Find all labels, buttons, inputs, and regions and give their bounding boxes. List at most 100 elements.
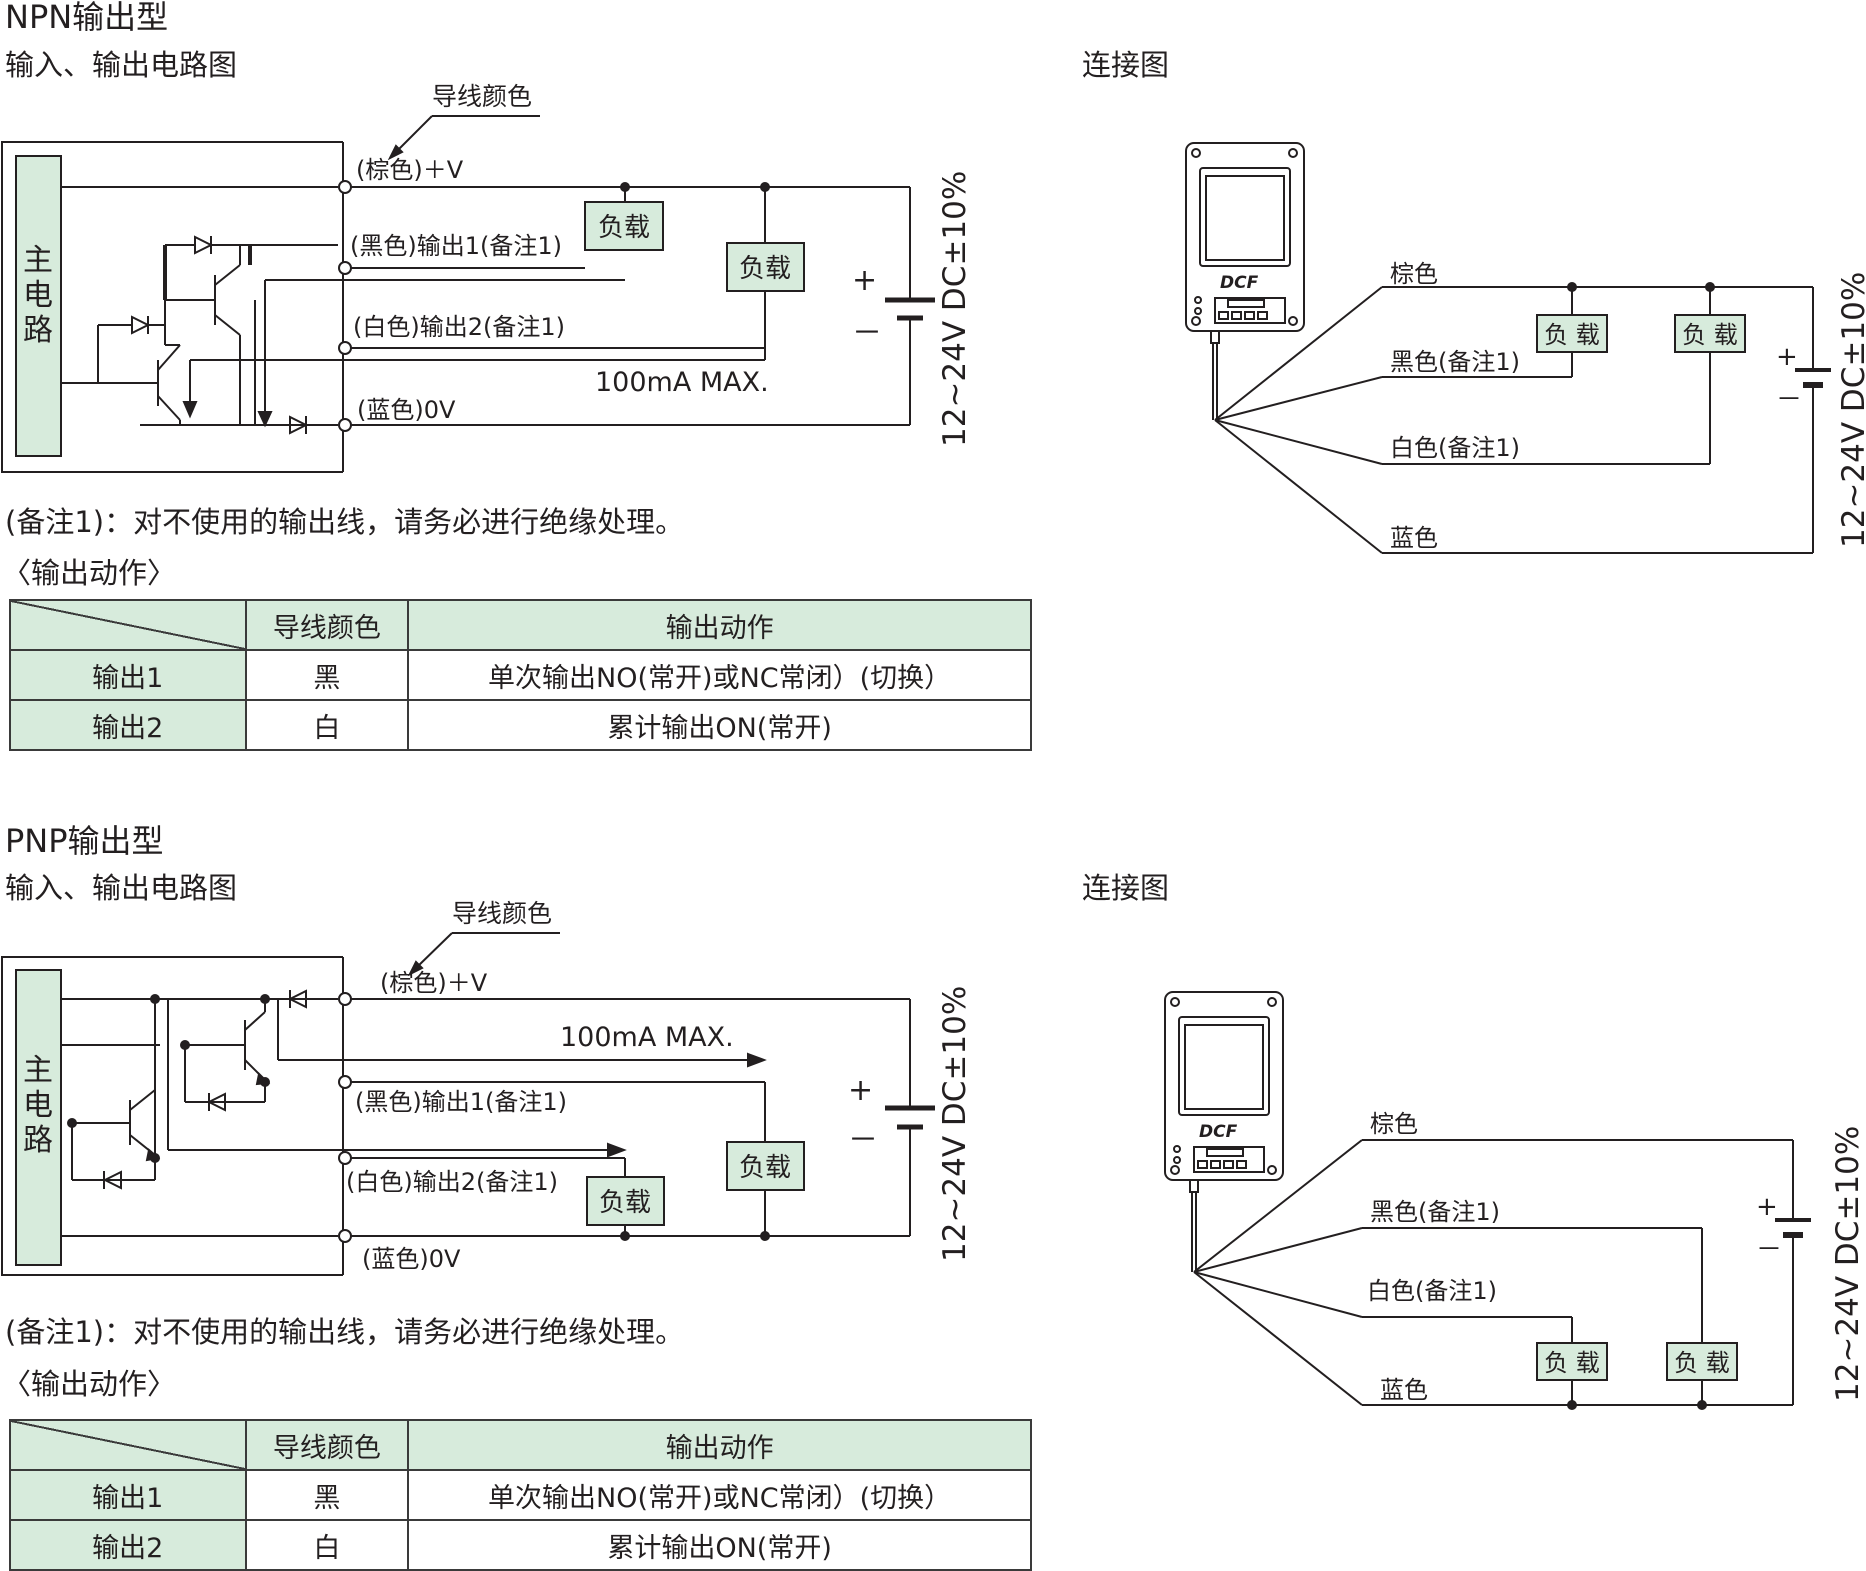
- npn-wiring-plus: +: [1776, 342, 1798, 372]
- npn-minus: －: [852, 316, 882, 351]
- npn-load-1: [584, 201, 664, 251]
- npn-main-circuit-box: [15, 155, 62, 457]
- table-header-wire-color: 导线颜色: [244, 599, 410, 651]
- npn-load-1-label: 负载: [598, 213, 650, 243]
- npn-annotation-leader: [395, 115, 433, 153]
- pnp-wiring-load-1: [1536, 1342, 1608, 1381]
- npn-load-2-label: 负载: [739, 254, 791, 284]
- pnp-wire-color-label: 导线颜色: [452, 899, 552, 928]
- npn-wiring-label-black: 黑色(备注1): [1390, 348, 1520, 376]
- pnp-annotation-arrow: [407, 960, 424, 977]
- pnp-load-1: [586, 1176, 665, 1226]
- pnp-main-circuit-label-2: 电: [23, 1088, 53, 1123]
- npn-action-title: 〈输出动作〉: [2, 556, 176, 590]
- npn-terminal-black: (黑色)输出1(备注1): [350, 232, 562, 260]
- pnp-wiring-label-black: 黑色(备注1): [1370, 1198, 1500, 1226]
- pnp-current-rating: 100mA MAX.: [560, 1022, 734, 1053]
- pnp-wiring-load-1-label: 负 载: [1544, 1349, 1600, 1377]
- pnp-terminal-black: (黑色)输出1(备注1): [355, 1088, 567, 1116]
- npn-note: (备注1)：对不使用的输出线，请务必进行绝缘处理。: [5, 505, 684, 539]
- npn-main-circuit-label-1: 主: [23, 243, 53, 278]
- npn-wiring-supply: 12~24V DC±10%: [1836, 272, 1866, 548]
- pnp-terminals: [338, 992, 352, 1243]
- table-cell-color: 黑: [244, 649, 410, 701]
- table-header-output-action: 输出动作: [407, 599, 1032, 651]
- pnp-main-circuit-label-1: 主: [23, 1053, 53, 1088]
- pnp-wiring-label-white: 白色(备注1): [1367, 1277, 1497, 1305]
- npn-section: NPN输出型 输入、输出电路图 连接图 导线颜色 主 电 路: [1, 0, 1866, 590]
- npn-wiring-minus: －: [1776, 385, 1802, 415]
- pnp-circuit-title: 输入、输出电路图: [5, 871, 237, 905]
- pnp-minus: －: [848, 1123, 878, 1158]
- table-corner-cell: [9, 1419, 247, 1471]
- pnp-main-circuit-box: [15, 969, 62, 1266]
- table-cell-color: 白: [244, 1519, 410, 1571]
- pnp-wiring-plus: +: [1756, 1192, 1778, 1222]
- npn-main-circuit-label-2: 电: [23, 278, 53, 313]
- pnp-main-circuit-label-3: 路: [23, 1123, 53, 1158]
- pnp-wiring-load-2-label: 负 载: [1674, 1349, 1730, 1377]
- table-header-row: 导线颜色 输出动作: [9, 599, 1032, 651]
- table-row: 输出2 白 累计输出ON(常开): [9, 1519, 1032, 1571]
- npn-annotation-arrow: [387, 144, 404, 161]
- table-cell-output: 输出1: [9, 649, 247, 701]
- npn-junction-2: [760, 182, 770, 192]
- pnp-transistors: [67, 989, 767, 1190]
- pnp-supply: 12~24V DC±10%: [937, 986, 973, 1262]
- npn-title: NPN输出型: [5, 0, 168, 36]
- pnp-wiring-lines: [1193, 1139, 1811, 1410]
- pnp-action-title: 〈输出动作〉: [2, 1367, 176, 1401]
- npn-wiring-load-2-label: 负 载: [1682, 321, 1738, 349]
- table-cell-color: 白: [244, 699, 410, 751]
- table-cell-action: 累计输出ON(常开): [407, 699, 1032, 751]
- table-cell-action: 累计输出ON(常开): [407, 1519, 1032, 1571]
- npn-wiring-load-2: [1674, 314, 1746, 353]
- pnp-note: (备注1)：对不使用的输出线，请务必进行绝缘处理。: [5, 1315, 684, 1349]
- npn-wiring-load-1-label: 负 载: [1544, 321, 1600, 349]
- pnp-sensor-device: [1164, 991, 1284, 1272]
- table-cell-color: 黑: [244, 1469, 410, 1521]
- npn-supply: 12~24V DC±10%: [937, 171, 973, 447]
- table-cell-action: 单次输出NO(常开)或NC常闭）(切换）: [407, 1469, 1032, 1521]
- npn-brand-logo: DCF: [1220, 273, 1259, 293]
- pnp-title: PNP输出型: [5, 822, 164, 860]
- table-cell-action: 单次输出NO(常开)或NC常闭）(切换）: [407, 649, 1032, 701]
- table-header-row: 导线颜色 输出动作: [9, 1419, 1032, 1471]
- pnp-load-2: [726, 1141, 805, 1191]
- pnp-plus: +: [848, 1073, 873, 1108]
- pnp-junction-2: [760, 1231, 770, 1241]
- pnp-wiring-label-blue: 蓝色: [1380, 1376, 1428, 1404]
- npn-enclosure: [1, 141, 343, 473]
- pnp-brand-logo: DCF: [1199, 1122, 1238, 1142]
- npn-wiring-label-blue: 蓝色: [1390, 524, 1438, 552]
- npn-wiring-lines: [1214, 282, 1831, 554]
- pnp-wiring-label-brown: 棕色: [1370, 1110, 1418, 1138]
- npn-plus: +: [852, 263, 877, 298]
- table-cell-output: 输出1: [9, 1469, 247, 1521]
- npn-load-2: [726, 242, 805, 292]
- npn-connection-title: 连接图: [1082, 48, 1169, 82]
- npn-output-table: 导线颜色 输出动作 输出1 黑 单次输出NO(常开)或NC常闭）(切换） 输出2…: [9, 599, 1032, 751]
- npn-wire-color-label: 导线颜色: [432, 82, 532, 111]
- pnp-annotation-leader: [415, 932, 453, 969]
- npn-terminals: [338, 180, 352, 432]
- pnp-terminal-brown: (棕色)＋V: [380, 969, 488, 997]
- pnp-wiring-load-2: [1666, 1342, 1738, 1381]
- pnp-connection-title: 连接图: [1082, 871, 1169, 905]
- table-corner-cell: [9, 599, 247, 651]
- npn-wiring-load-1: [1536, 314, 1608, 353]
- npn-terminal-blue: (蓝色)0V: [357, 396, 456, 424]
- table-row: 输出1 黑 单次输出NO(常开)或NC常闭）(切换）: [9, 649, 1032, 701]
- pnp-terminal-white: (白色)输出2(备注1): [346, 1168, 558, 1196]
- pnp-load-2-label: 负载: [739, 1153, 791, 1183]
- table-cell-output: 输出2: [9, 699, 247, 751]
- npn-current-rating: 100mA MAX.: [595, 367, 769, 398]
- table-header-output-action: 输出动作: [407, 1419, 1032, 1471]
- npn-main-circuit-label-3: 路: [23, 313, 53, 348]
- npn-wiring-label-white: 白色(备注1): [1390, 434, 1520, 462]
- npn-circuit-title: 输入、输出电路图: [5, 48, 237, 82]
- pnp-load-1-label: 负载: [599, 1188, 651, 1218]
- table-row: 输出2 白 累计输出ON(常开): [9, 699, 1032, 751]
- table-header-wire-color: 导线颜色: [244, 1419, 410, 1471]
